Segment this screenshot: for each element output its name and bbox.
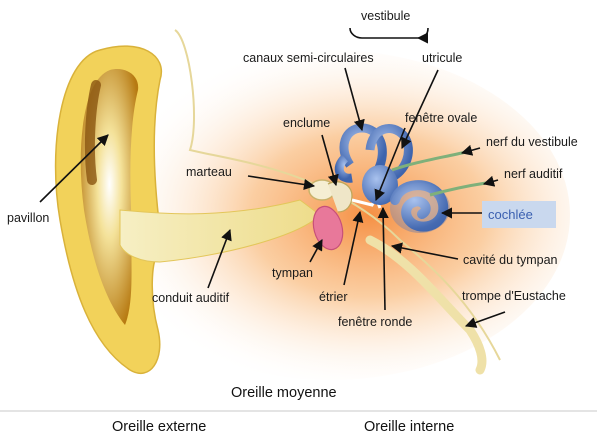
cochlea-halo — [390, 183, 450, 233]
oreille-interne-title: Oreille interne — [364, 419, 454, 435]
cochlee-label: cochlée — [488, 207, 533, 222]
marteau-label: marteau — [186, 165, 232, 179]
cavite-label: cavité du tympan — [463, 253, 558, 267]
tympan-label: tympan — [272, 266, 313, 280]
nerf-auditif-label: nerf auditif — [504, 167, 563, 181]
vestibule-bracket — [418, 28, 428, 38]
enclume-label: enclume — [283, 116, 330, 130]
nerf-vestibule-label: nerf du vestibule — [486, 135, 578, 149]
oreille-moyenne-title: Oreille moyenne — [231, 385, 337, 401]
pinna-fold — [90, 85, 96, 180]
trompe-label: trompe d'Eustache — [462, 289, 566, 303]
fenetre-ovale-label: fenêtre ovale — [405, 111, 477, 125]
pavillon-label: pavillon — [7, 211, 49, 225]
conduit-label: conduit auditif — [152, 291, 230, 305]
utricule-label: utricule — [422, 51, 462, 65]
vestibule-bracket-line — [350, 28, 418, 38]
fenetre-ronde-label: fenêtre ronde — [338, 315, 412, 329]
oreille-externe-title: Oreille externe — [112, 419, 206, 435]
canaux-label: canaux semi-circulaires — [243, 51, 374, 65]
etrier-label: étrier — [319, 290, 347, 304]
vestibule-label: vestibule — [361, 9, 410, 23]
